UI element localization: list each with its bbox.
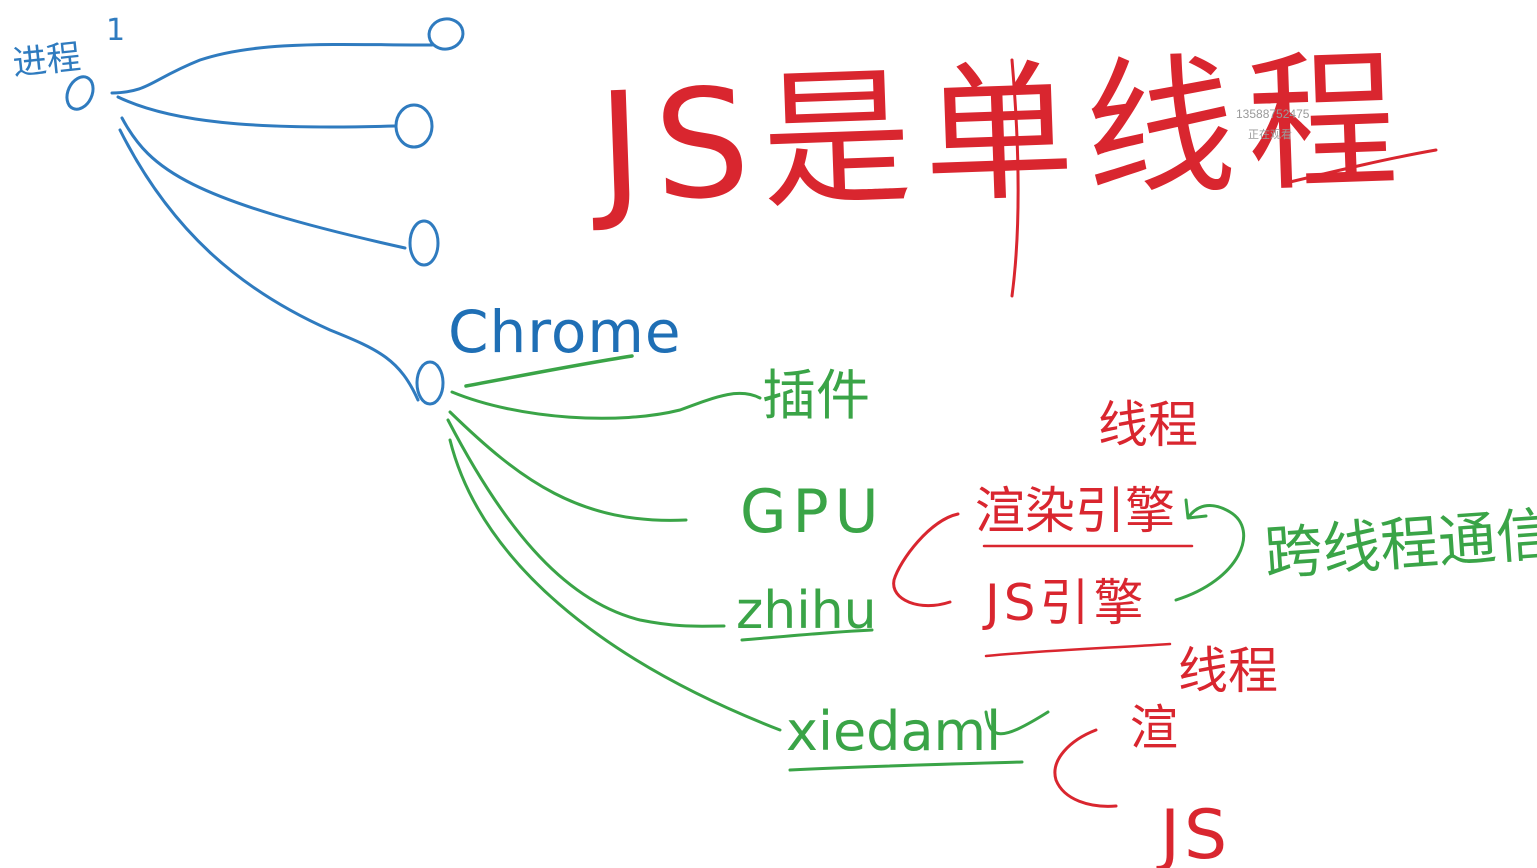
xiedaml-js-label: JS bbox=[1156, 796, 1231, 868]
title-underline-stroke bbox=[1288, 148, 1438, 184]
xiedaml-bracket bbox=[1053, 728, 1118, 808]
render-engine-label: 渲染引擎 bbox=[975, 482, 1175, 540]
cross-thread-label: 跨线程通信 bbox=[1262, 500, 1537, 588]
zhihu-thread-top: 线程 bbox=[1098, 396, 1198, 454]
title-text: JS是单线程 bbox=[587, 34, 1412, 236]
leaf-node-2 bbox=[394, 103, 434, 149]
leaf-node-3 bbox=[408, 219, 440, 267]
root-branch-1 bbox=[110, 42, 434, 95]
root-index: 1 bbox=[106, 13, 125, 48]
root-branch-2 bbox=[116, 95, 397, 129]
chrome-label: Chrome bbox=[448, 298, 682, 366]
branch-label-gpu: GPU bbox=[740, 477, 885, 547]
root-tree bbox=[65, 17, 465, 406]
watermark-id: 13588752475 bbox=[1236, 107, 1310, 121]
cross-thread-arrow bbox=[1174, 498, 1246, 602]
xiedaml-underline bbox=[788, 760, 1024, 772]
root-branch-4 bbox=[118, 128, 420, 402]
branch-label-xiedaml: xiedaml bbox=[786, 700, 1001, 763]
xiedaml-render-label: 渲 bbox=[1130, 700, 1178, 756]
branch-label-plugin: 插件 bbox=[762, 364, 870, 427]
zhihu-thread-bottom: 线程 bbox=[1178, 642, 1278, 700]
branch-gpu bbox=[448, 410, 688, 522]
branch-xiedaml bbox=[448, 438, 782, 732]
root-label: 进程 bbox=[11, 37, 83, 84]
chrome-node bbox=[415, 360, 445, 406]
chrome-branches bbox=[446, 390, 782, 732]
chrome-underline bbox=[464, 354, 634, 388]
zhihu-underline bbox=[740, 628, 874, 642]
xiedaml-tail bbox=[984, 710, 1050, 736]
zhihu-bracket bbox=[892, 512, 960, 607]
title-stroke bbox=[1010, 58, 1020, 298]
watermark-status: 正在观看 bbox=[1248, 127, 1292, 141]
branch-plugin bbox=[450, 390, 762, 420]
root-branch-3 bbox=[120, 116, 407, 250]
js-engine-underline bbox=[984, 642, 1172, 658]
branch-zhihu bbox=[446, 418, 726, 628]
js-engine-label: JS引擎 bbox=[982, 574, 1147, 632]
leaf-node-1 bbox=[427, 17, 465, 51]
root-node bbox=[65, 75, 95, 111]
